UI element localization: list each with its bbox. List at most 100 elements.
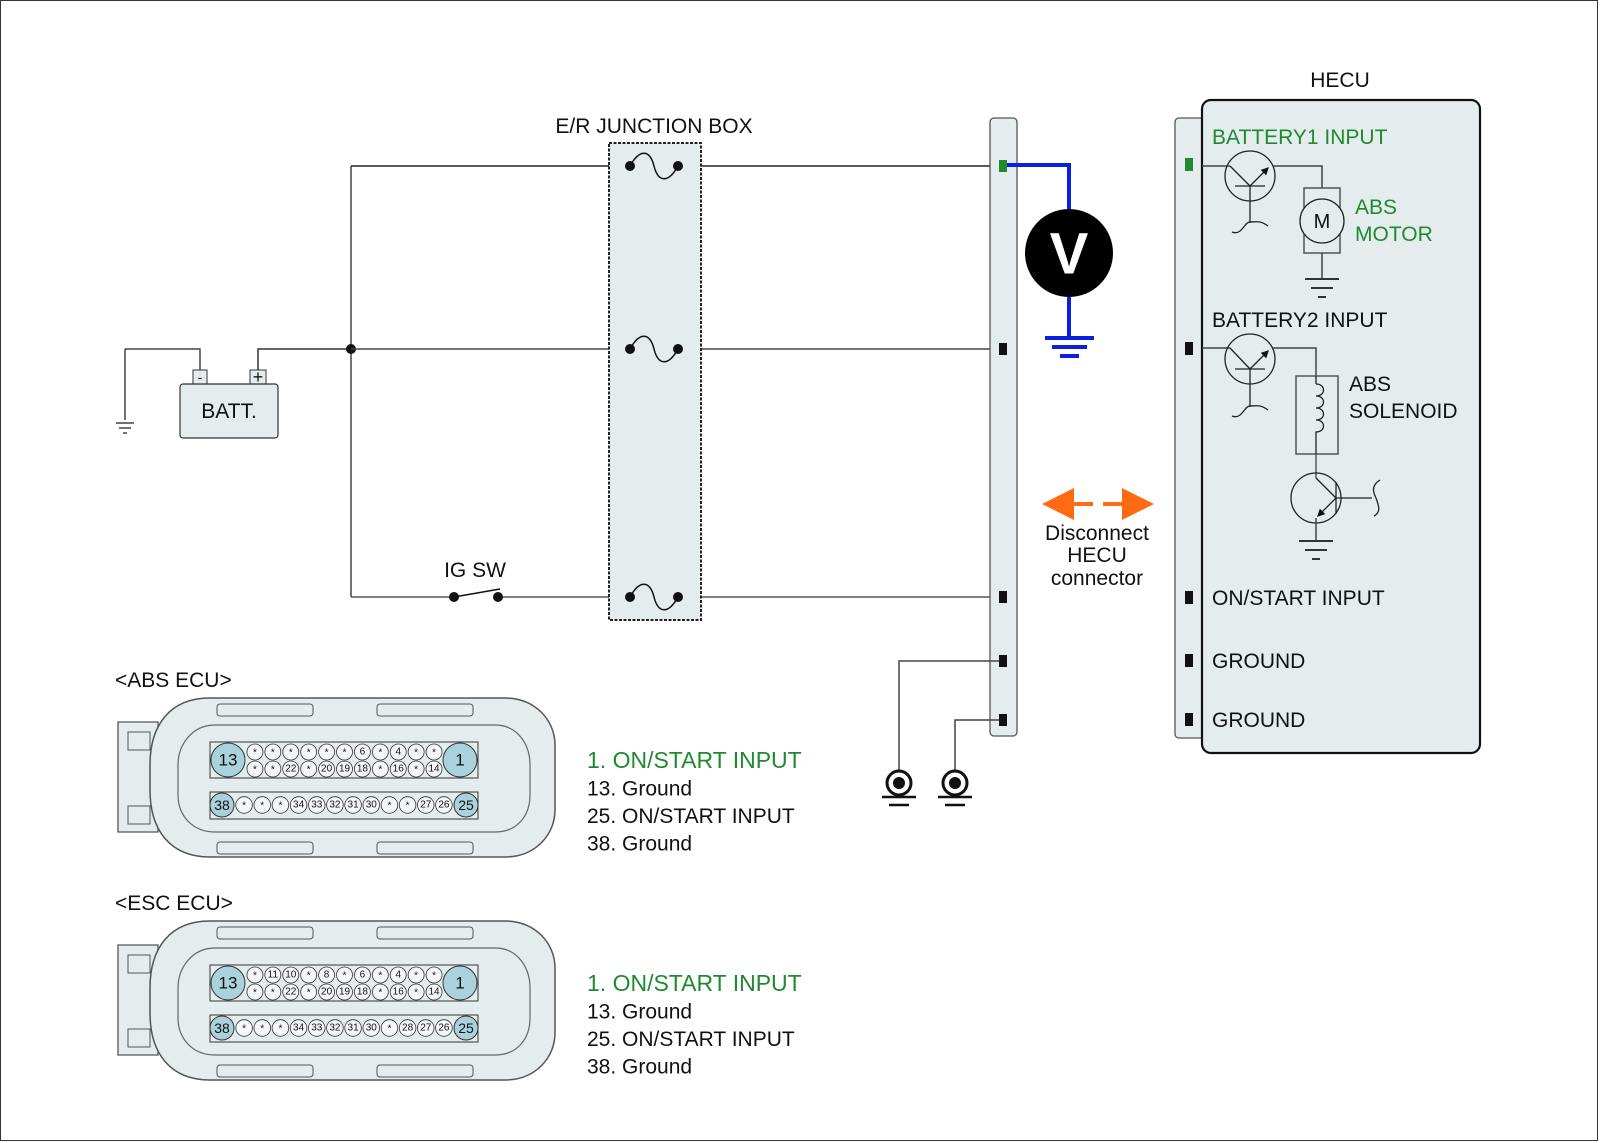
connector-pin-label: * (432, 971, 436, 982)
hecu-pin-battery2[interactable] (1185, 342, 1193, 355)
hecu-pin-ground-1[interactable] (1185, 654, 1193, 667)
harness-pin-ground-2[interactable] (999, 714, 1007, 726)
fuse-icon (625, 152, 683, 180)
harness-pin-ground-1[interactable] (999, 655, 1007, 667)
connector-pin-label: * (378, 765, 382, 776)
voltmeter-icon (1025, 209, 1113, 297)
connector-pin (308, 796, 326, 814)
connector-pin (246, 760, 264, 778)
connector-pin (435, 796, 453, 814)
connector-pin-label: * (387, 1024, 391, 1035)
connector-pin-label: * (253, 765, 257, 776)
hecu-pin-battery1[interactable] (1185, 158, 1193, 171)
disconnect-line-3: connector (1051, 567, 1143, 590)
fuse-icon (625, 335, 683, 363)
connector-pin-label: 30 (366, 800, 378, 811)
connector-pin (308, 1019, 326, 1037)
harness-connector[interactable] (989, 117, 1018, 737)
pin-13-label: 13 (219, 974, 238, 993)
abs-solenoid-label: ABS (1349, 373, 1391, 396)
harness-pin-battery1[interactable] (999, 160, 1007, 172)
connector-pin-label: * (378, 988, 382, 999)
connector-pin-label: * (307, 988, 311, 999)
voltmeter-symbol: V (1050, 222, 1089, 287)
connector-pin-label: 11 (268, 970, 279, 981)
connector-title: <ESC ECU> (115, 892, 233, 915)
pin-38 (209, 792, 235, 818)
connector-pin (246, 983, 264, 1001)
ignition-switch: IG SW (444, 559, 506, 602)
power-wires (346, 165, 1000, 598)
connector-pin-label: * (414, 988, 418, 999)
connector-pin (300, 743, 318, 761)
connector-pin (389, 743, 407, 761)
connector-pin (371, 743, 389, 761)
connector-pin (264, 760, 282, 778)
connector-pin-label: * (253, 971, 257, 982)
connector-pin-label: * (271, 988, 275, 999)
connector-pin (407, 760, 425, 778)
connector-pin-label: 18 (357, 764, 369, 775)
connector-pin-label: 6 (360, 970, 366, 981)
harness-pin-battery2[interactable] (999, 343, 1007, 355)
connector-pin-label: * (260, 1024, 264, 1035)
connector-pin (264, 743, 282, 761)
connector-pin-label: * (271, 765, 275, 776)
connector-pin-label: * (278, 1024, 282, 1035)
chassis-ground-wires (882, 660, 999, 807)
connector-pin (425, 983, 443, 1001)
connector-pin-label: 19 (339, 764, 351, 775)
connector-pin-label: * (378, 971, 382, 982)
connector-pin (318, 760, 335, 778)
chassis-ground-icon (882, 769, 916, 807)
connector-pin (289, 1019, 308, 1037)
connector-pin (380, 1019, 399, 1037)
connector-pin-label: * (414, 765, 418, 776)
connector-pin (362, 1019, 380, 1037)
motor-symbol: M (1314, 211, 1331, 233)
connector-pin (318, 966, 335, 984)
connector-pin (407, 743, 425, 761)
battery-positive-terminal: + (253, 367, 264, 387)
junction-box: E/R JUNCTION BOX (555, 115, 753, 621)
connector-pin (318, 983, 335, 1001)
hecu-pin-ground-2[interactable] (1185, 713, 1193, 726)
connector-pin-label: * (307, 765, 311, 776)
connector-pin-label: * (242, 1024, 246, 1035)
connector-pin (425, 966, 443, 984)
pin-13 (210, 965, 246, 1001)
connector-pin (289, 796, 308, 814)
ground-icon (116, 422, 134, 434)
connector-pin-label: * (378, 748, 382, 759)
connector-pin (425, 760, 443, 778)
connector-pin (344, 796, 362, 814)
pin-25-label: 25 (458, 797, 474, 813)
disconnect-line-2: HECU (1067, 544, 1127, 567)
harness-pin-on-start[interactable] (999, 591, 1007, 603)
connector-pin (389, 760, 407, 778)
connector-pin (282, 983, 300, 1001)
pin-38-label: 38 (214, 797, 230, 813)
connector-pin (389, 983, 407, 1001)
connector-pin-label: 4 (395, 747, 401, 758)
junction-box-label: E/R JUNCTION BOX (555, 115, 752, 138)
connector-pin (336, 983, 353, 1001)
connector-pin-label: * (253, 748, 257, 759)
connector-pin-label: 10 (285, 970, 297, 981)
fuse-icon (625, 583, 683, 611)
connector-pin (300, 760, 318, 778)
hecu-pin-on-start[interactable] (1185, 591, 1193, 604)
battery-negative-terminal: - (198, 369, 203, 385)
pin-25-label: 25 (458, 1020, 474, 1036)
connector-pin-label: 16 (393, 764, 405, 775)
connector-pin (235, 1019, 253, 1037)
connector-pin (246, 966, 264, 984)
connector-pin-label: 16 (393, 987, 405, 998)
connector-pin-label: 31 (348, 1023, 360, 1034)
connector-pin-label: 27 (420, 800, 432, 811)
ground-icon (1045, 336, 1094, 358)
connector-pin-label: * (325, 748, 329, 759)
connector-pin-label: * (260, 801, 264, 812)
